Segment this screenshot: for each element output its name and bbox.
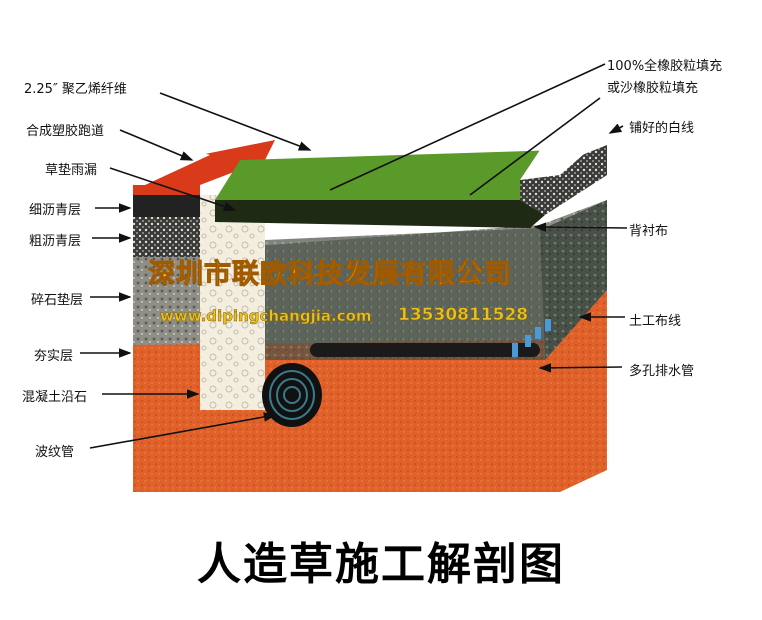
- label-corrugated-pipe: 波纹管: [35, 445, 75, 460]
- watermark-phone: 13530811528: [398, 305, 529, 326]
- perforated-drain-pipe: [310, 343, 540, 357]
- leader-lines: [80, 63, 628, 449]
- concrete-curb: [200, 195, 265, 410]
- artificial-grass: [215, 150, 560, 210]
- dark-gravel-side: [540, 200, 607, 360]
- label-compacted-layer: 夯实层: [34, 349, 74, 364]
- gravel-front-right: [265, 228, 545, 360]
- label-rubber-infill: 100%全橡胶粒填充: [607, 59, 723, 74]
- white-line-grass: [520, 140, 600, 180]
- diagram-title: 人造草施工解剖图: [197, 539, 565, 590]
- label-concrete-curb: 混凝土沿石: [22, 390, 88, 405]
- coarse-asphalt-layer: [133, 217, 200, 257]
- label-gravel-base: 碎石垫层: [31, 293, 84, 308]
- watermark-website: www.dipingchangjia.com: [160, 307, 372, 326]
- watermark-company: 深圳市联欧科技发展有限公司: [148, 259, 512, 291]
- label-backing-cloth: 背衬布: [629, 224, 669, 239]
- label-turf-drain: 草垫雨漏: [45, 163, 98, 178]
- label-geotextile: 土工布线: [629, 314, 682, 329]
- track-surface: [133, 140, 275, 195]
- corrugated-pipe: [262, 363, 322, 427]
- fine-asphalt-layer: [133, 195, 200, 217]
- label-fine-asphalt: 细沥青层: [29, 203, 82, 218]
- rubber-infill: [520, 145, 607, 215]
- label-polyethylene-fiber: 2.25″ 聚乙烯纤维: [24, 82, 127, 97]
- compacted-soil-layer: [133, 285, 607, 492]
- label-white-line: 铺好的白线: [629, 121, 695, 136]
- label-synthetic-track: 合成塑胶跑道: [26, 124, 105, 139]
- backing-mat: [215, 200, 545, 228]
- perforated-pipe-rings: [512, 319, 551, 357]
- label-sand-rubber-infill: 或沙橡胶粒填充: [607, 81, 699, 96]
- label-coarse-asphalt: 粗沥青层: [29, 234, 82, 249]
- label-perforated-pipe: 多孔排水管: [629, 364, 695, 379]
